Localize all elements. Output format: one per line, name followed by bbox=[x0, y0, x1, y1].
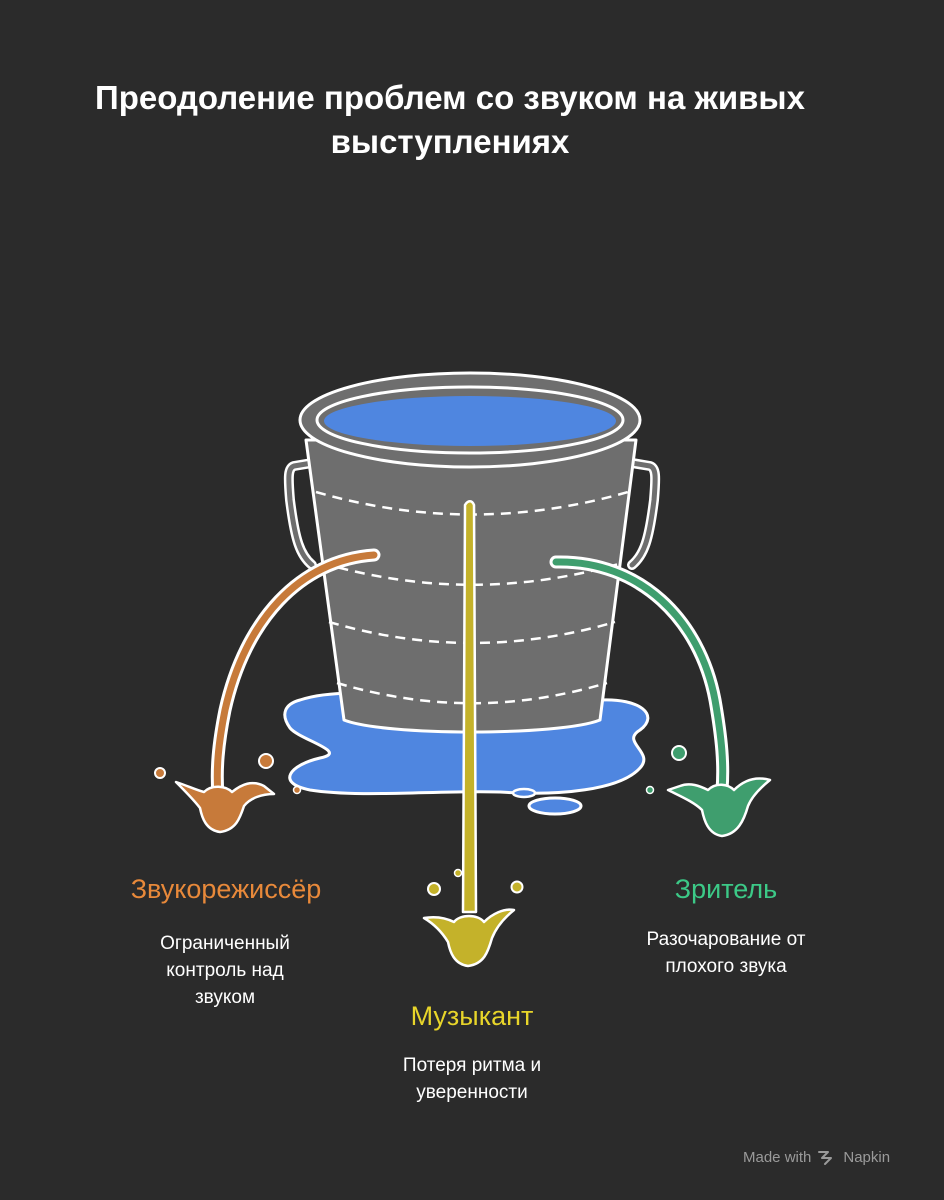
bucket-handles bbox=[283, 457, 661, 570]
role-description-musician: Потеря ритма и уверенности bbox=[352, 1052, 592, 1106]
role-title-musician: Музыкант bbox=[410, 1001, 534, 1031]
role-description-viewer: Разочарование от плохого звука bbox=[606, 926, 846, 980]
role-description-engineer-line-3: звуком bbox=[194, 987, 256, 1008]
napkin-brand-text: Napkin bbox=[843, 1149, 891, 1166]
page-title: Преодоление проблем со звуком на живых в… bbox=[0, 76, 900, 164]
role-description-engineer: Ограниченный контроль над звуком bbox=[110, 930, 340, 1011]
role-description-viewer-line-2: плохого звука bbox=[665, 956, 787, 977]
made-with-text: Made with bbox=[743, 1149, 812, 1166]
role-title-viewer: Зритель bbox=[674, 874, 778, 904]
role-description-viewer-line-1: Разочарование от bbox=[646, 929, 806, 950]
water-surface bbox=[324, 396, 616, 446]
role-description-musician-line-2: уверенности bbox=[416, 1082, 528, 1103]
orange-leak-stream-icon bbox=[154, 548, 381, 834]
yellow-leak-stream-icon bbox=[422, 500, 524, 968]
role-description-musician-line-1: Потеря ритма и bbox=[402, 1055, 542, 1076]
page-title-line-2: выступлениях bbox=[330, 123, 570, 160]
green-leak-stream-icon bbox=[549, 555, 772, 838]
page-title-line-1: Преодоление проблем со звуком на живых bbox=[95, 79, 805, 116]
role-description-engineer-line-2: контроль над bbox=[166, 960, 284, 981]
napkin-logo-icon bbox=[818, 1151, 833, 1165]
role-title-engineer: Звукорежиссёр bbox=[130, 874, 322, 904]
made-with-napkin-footer[interactable]: Made with Napkin bbox=[743, 1148, 890, 1168]
role-description-engineer-line-1: Ограниченный bbox=[160, 933, 290, 954]
